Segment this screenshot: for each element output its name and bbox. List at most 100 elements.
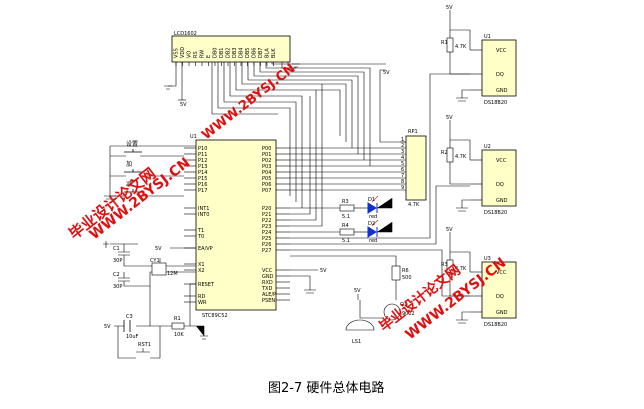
lcd-pin-label: DB6 [252, 48, 258, 58]
reset-res-val: 10K [174, 332, 184, 338]
crystal-circuit: CY1 12M C1 30P C2 30P 5V [103, 241, 196, 290]
svg-text:1: 1 [401, 137, 404, 143]
pushbutton: 设置 [110, 140, 184, 157]
sensor-vcc-label: 5V [446, 227, 453, 233]
mcu-pin-label: INT1 [198, 206, 209, 212]
reset-switch-ref: RST1 [138, 342, 151, 348]
transistor-ref: Q1 [400, 302, 407, 308]
svg-text:3: 3 [401, 149, 404, 155]
led1-color: red [369, 214, 377, 220]
sensor-vcc-label: 5V [446, 115, 453, 121]
sensor-part: DS18B20 [484, 322, 507, 328]
led2-res-val: 5.1 [342, 238, 350, 244]
mcu-pin-label: INT0 [198, 212, 209, 218]
sensor-vcc-label: 5V [446, 5, 453, 11]
crystal-val: 12M [167, 271, 178, 277]
mcu-pin-label: VCC [262, 268, 273, 274]
resistor-network: RP1 4.7K 123 456 789 [379, 69, 427, 208]
vcc-label-lcd: 5V [180, 102, 187, 108]
led2-ref: D2 [368, 221, 375, 227]
mcu-pin-label: P27 [262, 248, 271, 254]
mcu-pin-label: P26 [262, 242, 271, 248]
mcu-pin-label: RXD [262, 280, 273, 286]
resnet-ref: RP1 [408, 129, 418, 135]
vcc-label-top: 5V [383, 70, 390, 76]
transistor-part: 9012 [402, 311, 415, 317]
c2-val: 30P [113, 284, 122, 290]
sensor-pullup-val: 4.7K [455, 44, 467, 50]
mcu-pin-label: X2 [198, 268, 205, 274]
sensor-pullup-ref: R3 [441, 262, 448, 268]
mcu-ref: U1 [190, 134, 197, 140]
mcu-pin-label: T1 [197, 228, 204, 234]
buzzer-ref: LS1 [352, 339, 361, 345]
lcd-pin-label: RW [200, 50, 206, 58]
mcu-pin-label: P20 [262, 206, 271, 212]
button-label: 加 [126, 160, 132, 168]
sensor-part: DS18B20 [484, 100, 507, 106]
lcd-pin-label: VSS [174, 48, 180, 58]
lcd-power-wires [164, 62, 300, 101]
vcc-label-ea: 5V [155, 246, 162, 252]
lcd-pin-label: DB3 [232, 48, 238, 58]
mcu-pin-label: P03 [262, 164, 271, 170]
sensor-pin-label: VCC [496, 48, 507, 54]
mcu-pin-label: X1 [198, 262, 205, 268]
mcu-pin-label: GND [262, 274, 274, 280]
lcd-pin-label: DB2 [226, 48, 232, 58]
led-circuit-1: R3 5.1 D1 red [290, 195, 393, 220]
sensor-pin-label: DQ [496, 182, 504, 188]
mcu-left-pins: P10P11P12P13P14P15P16P17INT1INT0T1T0EA/V… [184, 146, 215, 306]
sensor-pin-label: DQ [496, 294, 504, 300]
lcd-pin-label: BLA [265, 48, 271, 58]
watermarks: 毕业设计论文网 WWW.2BYSJ.CN WWW.2BYSJ.CN 毕业设计论文… [65, 61, 509, 343]
buzzer-res: R6 [402, 268, 409, 274]
mcu-pin-label: P25 [262, 236, 271, 242]
figure-caption: 图2-7 硬件总体电路 [268, 380, 384, 396]
vcc-label-mcu: 5V [320, 268, 327, 274]
resnet-value: 4.7K [408, 202, 420, 208]
sensor-ref: U2 [484, 144, 491, 150]
mcu-pin-label: P22 [262, 218, 271, 224]
mcu-power-wires [290, 269, 318, 294]
mcu-pin-label: RESET [198, 282, 215, 288]
lcd-pin-label: VDD [180, 47, 186, 58]
led1-res-val: 5.1 [342, 214, 350, 220]
mcu-pin-label: P24 [262, 230, 271, 236]
mcu-pin-label: P11 [198, 152, 207, 158]
mcu-pin-label: P01 [262, 152, 271, 158]
mcu-pin-label: P15 [198, 176, 207, 182]
sensor-pullup-val: 4.7K [455, 266, 467, 272]
mcu-chip: U1 STC89C52 P10P11P12P13P14P15P16P17INT1… [184, 134, 290, 319]
mcu-pin-label: P21 [262, 212, 271, 218]
sensor-pin-label: GND [496, 310, 508, 316]
sensors-group: U1DS18B20VCCDQGNDR14.7K5VU2DS18B20VCCDQG… [441, 5, 517, 328]
lcd-pin-label: DB5 [245, 48, 251, 58]
svg-text:5: 5 [401, 161, 404, 167]
mcu-pin-label: RD [198, 294, 205, 300]
mcu-pin-label: P06 [262, 182, 271, 188]
sensor-ref: U3 [484, 256, 491, 262]
mcu-pin-label: T0 [197, 234, 204, 240]
button-label: 减 [126, 180, 132, 188]
reset-cap-ref: C3 [126, 314, 133, 320]
mcu-pin-label: P13 [198, 164, 207, 170]
mcu-pin-label: P12 [198, 158, 207, 164]
sensor-pin-label: VCC [496, 270, 507, 276]
vcc-label-buzzer: 5V [354, 288, 361, 294]
c1-val: 30P [113, 258, 122, 264]
vcc-label-reset: 5V [104, 324, 111, 330]
led1-res: R3 [342, 199, 349, 205]
sensor-pullup-ref: R2 [441, 150, 448, 156]
svg-text:8: 8 [401, 179, 404, 185]
buzzer-circuit: R6 500 9012 Q1 LS1 5V [345, 265, 415, 345]
mcu-pin-label: EA/VP [198, 246, 213, 252]
c2-ref: C2 [113, 272, 120, 278]
mcu-pin-label: WR [198, 300, 207, 306]
